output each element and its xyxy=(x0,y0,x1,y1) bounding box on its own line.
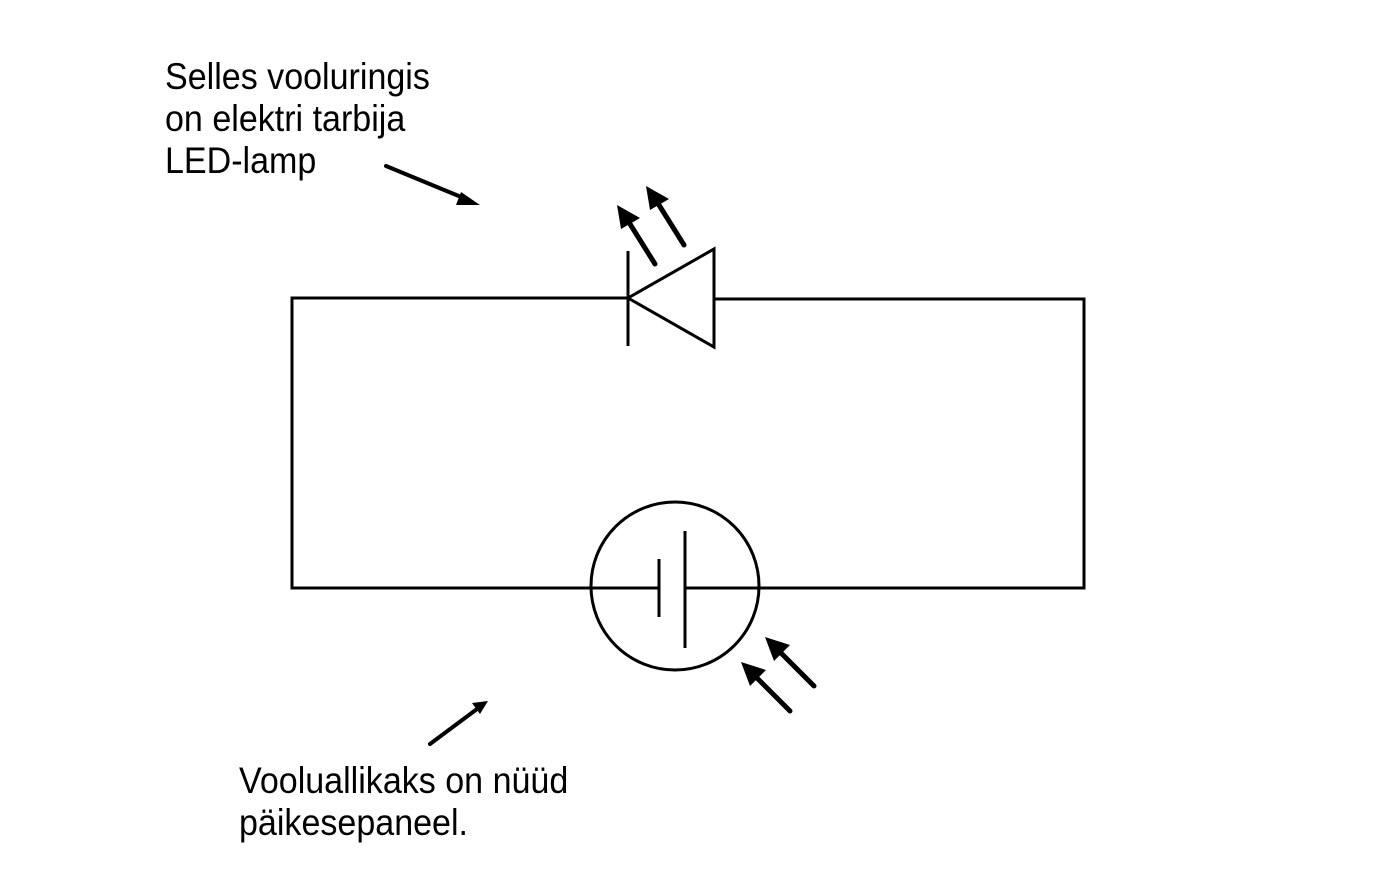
incoming-arrow-lower xyxy=(753,674,793,714)
led-icon xyxy=(624,246,716,350)
incoming-arrow-upper xyxy=(777,649,817,689)
emission-arrowhead-right xyxy=(646,186,669,210)
consumer-annotation: Selles vooluringis on elektri tarbija LE… xyxy=(165,56,430,182)
pointer-to-source-head xyxy=(472,701,488,714)
pointer-to-source xyxy=(428,707,479,746)
consumer-annotation-line-3: LED-lamp xyxy=(165,140,317,181)
emission-arrow-right xyxy=(656,202,687,248)
solar-panel-circle xyxy=(589,500,761,672)
pointer-to-led-head xyxy=(456,192,480,205)
incoming-light-arrows-icon xyxy=(741,637,817,714)
consumer-annotation-line-1: Selles vooluringis xyxy=(165,56,430,97)
incoming-arrowhead-upper xyxy=(765,637,790,661)
emission-arrow-left xyxy=(627,221,658,267)
pointer-to-led xyxy=(384,164,468,201)
wire-top-right xyxy=(712,297,1086,590)
consumer-annotation-line-2: on elektri tarbija xyxy=(165,98,406,139)
wire-top-left xyxy=(290,296,630,590)
solar-panel-icon xyxy=(589,500,761,672)
circuit-wires xyxy=(290,296,1086,590)
light-emission-arrows-icon xyxy=(617,186,687,267)
incoming-arrowhead-lower xyxy=(741,662,766,686)
pointer-arrows xyxy=(384,164,488,746)
led-triangle xyxy=(624,246,716,350)
source-annotation-line-2: päikesepaneel. xyxy=(239,802,469,843)
source-annotation: Vooluallikaks on nüüd päikesepaneel. xyxy=(239,760,568,844)
source-annotation-line-1: Vooluallikaks on nüüd xyxy=(239,760,569,801)
emission-arrowhead-left xyxy=(617,205,640,229)
